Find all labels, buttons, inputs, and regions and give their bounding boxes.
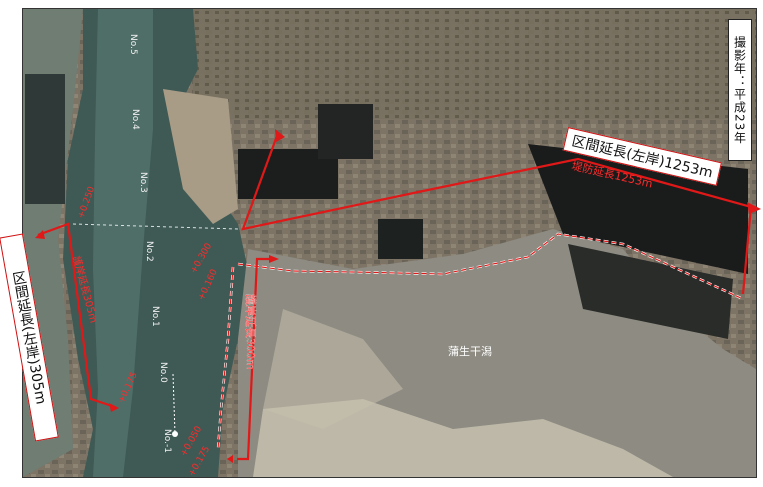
aerial-photo: 蒲生干潟 No.5 No.4 No.3 No.2 No.1 No.0 No.-1…: [23, 9, 761, 479]
flat-name: 蒲生干潟: [448, 344, 492, 358]
river-light: [93, 9, 153, 477]
station-no2: No.2: [144, 241, 154, 262]
arrow-left-bottom: [109, 403, 119, 412]
marker-point: [172, 431, 178, 437]
measure-left: [37, 222, 116, 409]
pond-east-2: [568, 244, 733, 339]
pond-2: [318, 104, 373, 159]
map-frame: 蒲生干潟 No.5 No.4 No.3 No.2 No.1 No.0 No.-1…: [0, 8, 761, 479]
station-no3: No.3: [138, 172, 148, 193]
urban-area: [193, 9, 756, 119]
tidal-flat-light: [263, 309, 403, 429]
measure-right: [241, 132, 753, 295]
arrow-left-top: [35, 230, 45, 239]
station-no0: No.0: [158, 362, 168, 383]
pond-3: [378, 219, 423, 259]
station-no-1: No.-1: [162, 429, 172, 453]
arrow-right-start: [275, 129, 285, 142]
station-no5: No.5: [128, 34, 138, 55]
station-no1: No.1: [150, 306, 160, 327]
sand-spits: [253, 399, 673, 477]
levee-line-red: [237, 233, 744, 300]
arrow-right-end: [747, 202, 761, 214]
seawall-length-mid: 護岸延長300m: [244, 294, 258, 370]
aquaculture-ponds: [25, 74, 65, 204]
arrow-mid-top: [269, 255, 279, 263]
arrow-mid-bottom: [227, 455, 233, 463]
date-badge: 撮影年：平成23年: [728, 19, 752, 161]
seawall-line-red: [217, 266, 234, 450]
station-no4: No.4: [130, 109, 140, 130]
sandbar-left: [163, 89, 238, 224]
measure-mid: [237, 257, 271, 461]
